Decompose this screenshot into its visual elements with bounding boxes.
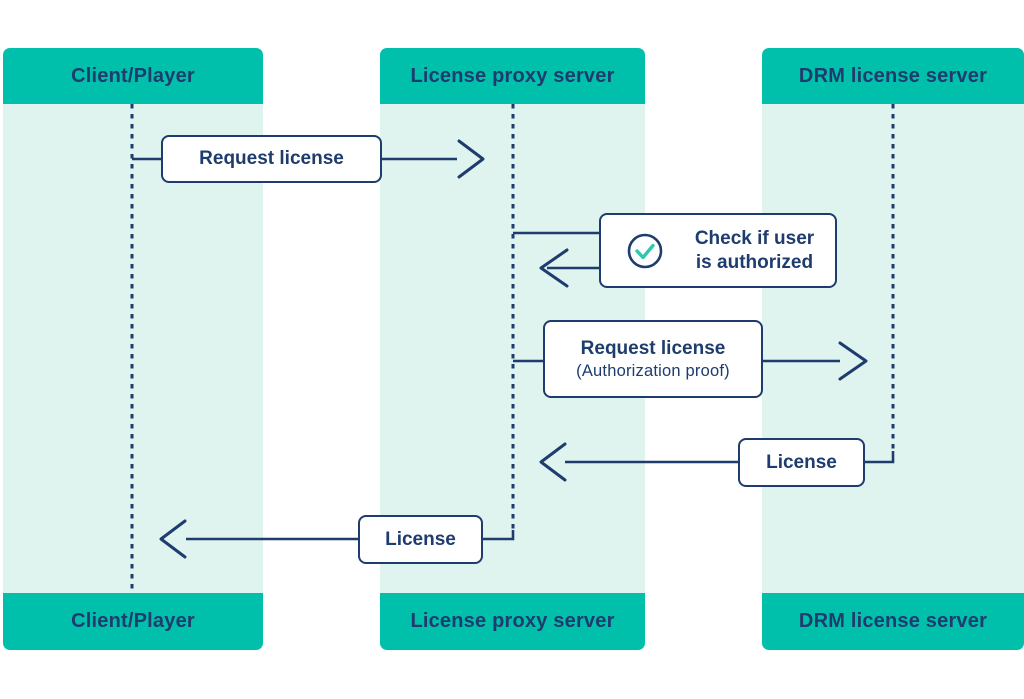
check-circle-icon [626,232,664,270]
msg1-arrowhead-right-icon [457,139,485,179]
message-box-check-authorization: Check if user is authorized [599,213,837,288]
lane-header-label: DRM license server [798,610,988,632]
message-box-request-license-1: Request license [161,135,382,183]
lane-header-bottom-proxy: License proxy server [380,593,645,650]
lane-header-top-drm: DRM license server [762,48,1024,104]
message-box-license-from-drm: License [738,438,865,487]
lane-header-label: License proxy server [410,64,615,87]
lane-header-bottom-drm: DRM license server [762,593,1024,650]
message-label: Request license [580,337,726,359]
message-label-line-1: Check if user [694,227,815,249]
msg5-connector-elbow [481,530,515,541]
message-label: License [385,528,456,550]
lane-header-label: DRM license server [798,64,988,87]
message-sublabel: (Authorization proof) [576,361,730,380]
msg2-arrowhead-left-icon [539,248,569,288]
lane-header-bottom-client: Client/Player [3,593,263,650]
message-label-line-2: is authorized [695,251,814,273]
msg5-arrowhead-left-icon [159,519,187,559]
lane-header-label: Client/Player [71,610,195,632]
message-box-license-from-proxy: License [358,515,483,564]
message-box-request-license-2: Request license (Authorization proof) [543,320,763,398]
msg4-connector-elbow [863,451,895,464]
lane-header-label: Client/Player [71,64,195,87]
lane-header-top-proxy: License proxy server [380,48,645,104]
message-label: Check if user is authorized [680,227,835,275]
lane-header-label: License proxy server [410,610,615,632]
message-label: License [766,451,837,473]
msg4-arrowhead-left-icon [539,442,567,482]
message-label: Request license [199,148,344,169]
msg3-arrowhead-right-icon [838,341,868,381]
lane-header-top-client: Client/Player [3,48,263,104]
